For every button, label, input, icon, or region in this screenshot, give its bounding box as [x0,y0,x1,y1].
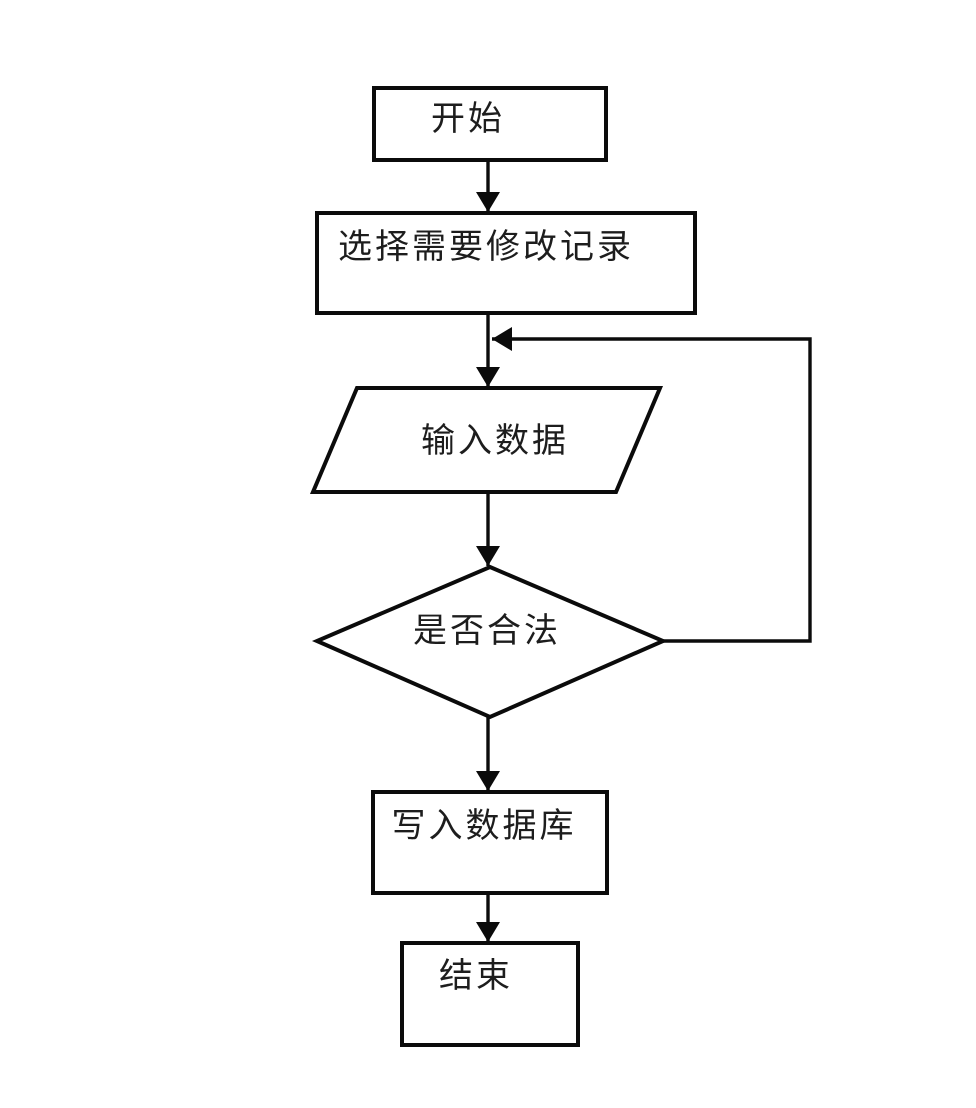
node-input-parallelogram [309,386,664,494]
node-end-rectangle [400,941,580,1047]
node-select-label: 选择需要修改记录 [338,229,634,266]
node-write-rectangle [371,790,609,895]
node-start-rectangle [372,86,608,162]
node-start-label: 开始 [431,101,505,138]
node-select-rectangle [315,211,697,315]
node-input-label: 输入数据 [421,423,569,460]
node-write-label: 写入数据库 [391,808,577,845]
node-legal-label: 是否合法 [413,613,561,650]
edge-legal-loop-back [492,327,812,643]
node-end-label: 结束 [439,958,513,995]
node-legal-diamond [311,564,669,720]
